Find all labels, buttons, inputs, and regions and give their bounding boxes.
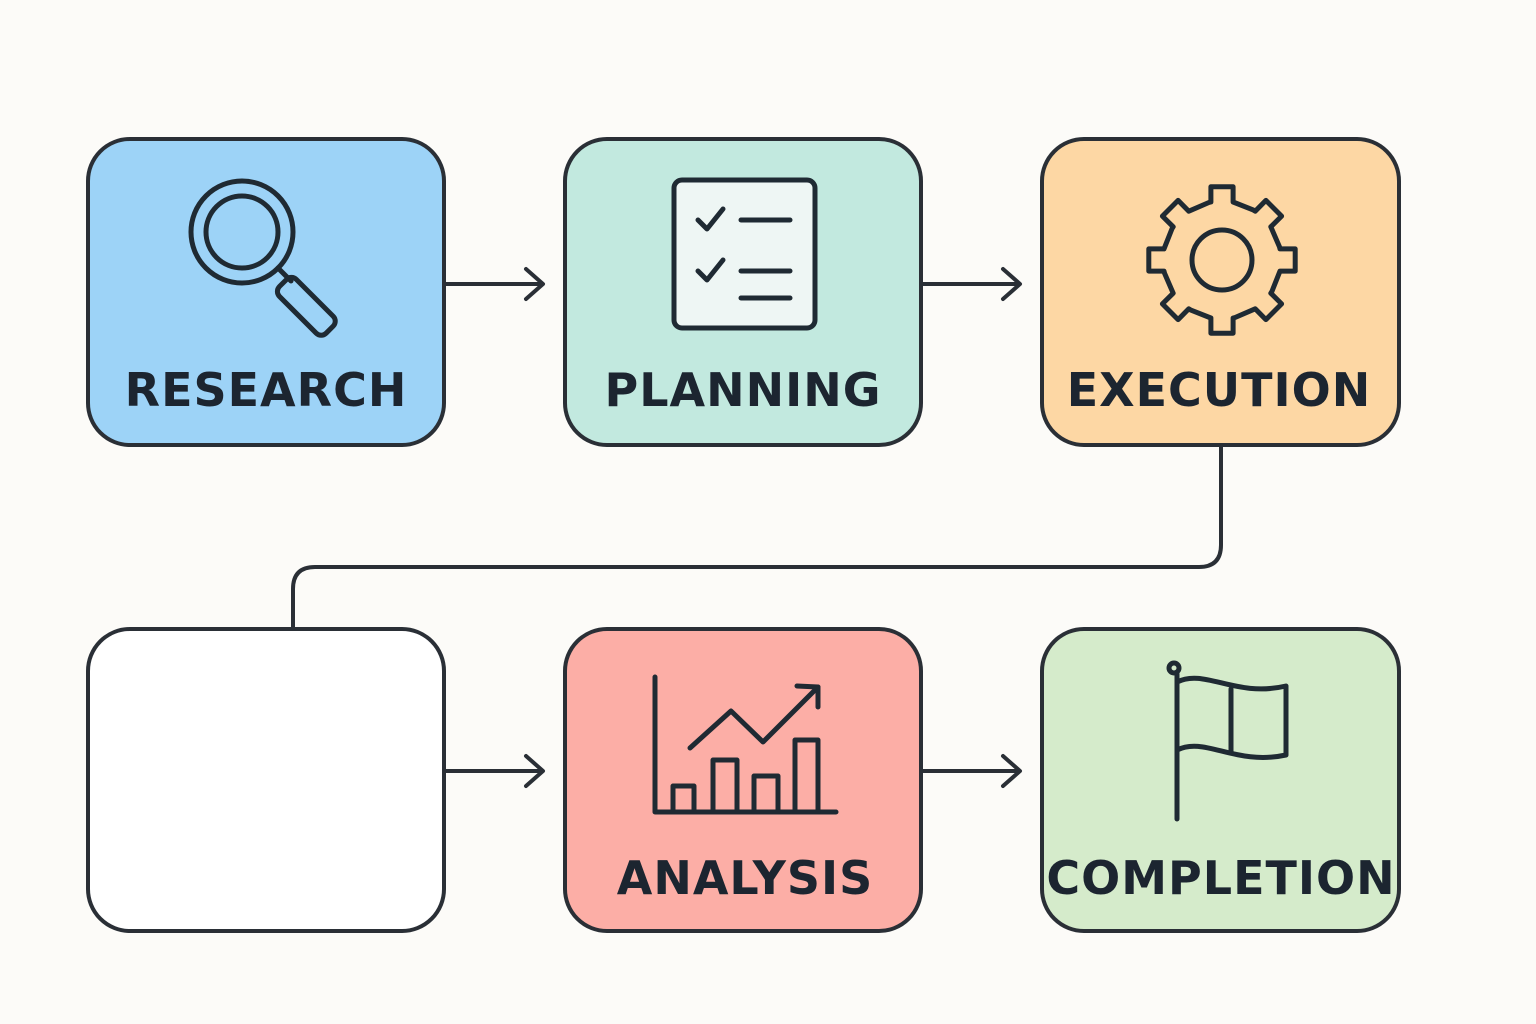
gear-icon bbox=[1146, 184, 1298, 336]
stage-box-research bbox=[86, 137, 446, 447]
stage-planning: PLANNING bbox=[563, 137, 923, 447]
connectors bbox=[291, 267, 1223, 788]
checklist-icon bbox=[671, 177, 818, 331]
stage-execution: EXECUTION bbox=[1040, 137, 1401, 447]
arrow-blank-to-analysis bbox=[444, 754, 545, 788]
flag-icon bbox=[1166, 660, 1289, 822]
stage-label-completion: COMPLETION bbox=[1046, 851, 1395, 905]
stage-label-planning: PLANNING bbox=[605, 363, 882, 417]
stage-analysis: ANALYSIS bbox=[563, 627, 923, 933]
magnifier-icon bbox=[188, 178, 338, 338]
arrow-research-to-planning bbox=[444, 267, 545, 301]
stage-label-execution: EXECUTION bbox=[1067, 363, 1372, 417]
stage-box-completion bbox=[1040, 627, 1401, 933]
stage-completion: COMPLETION bbox=[1040, 627, 1401, 933]
stage-blank bbox=[86, 627, 446, 933]
arrow-analysis-to-completion bbox=[920, 754, 1022, 788]
stage-label-analysis: ANALYSIS bbox=[617, 851, 874, 905]
connector-execution-to-blank bbox=[291, 445, 1223, 631]
bar-chart-trend-icon bbox=[652, 674, 839, 815]
stage-research: RESEARCH bbox=[86, 137, 446, 447]
arrow-planning-to-execution bbox=[920, 267, 1022, 301]
stage-box-blank bbox=[86, 627, 446, 933]
stage-label-research: RESEARCH bbox=[125, 363, 408, 417]
